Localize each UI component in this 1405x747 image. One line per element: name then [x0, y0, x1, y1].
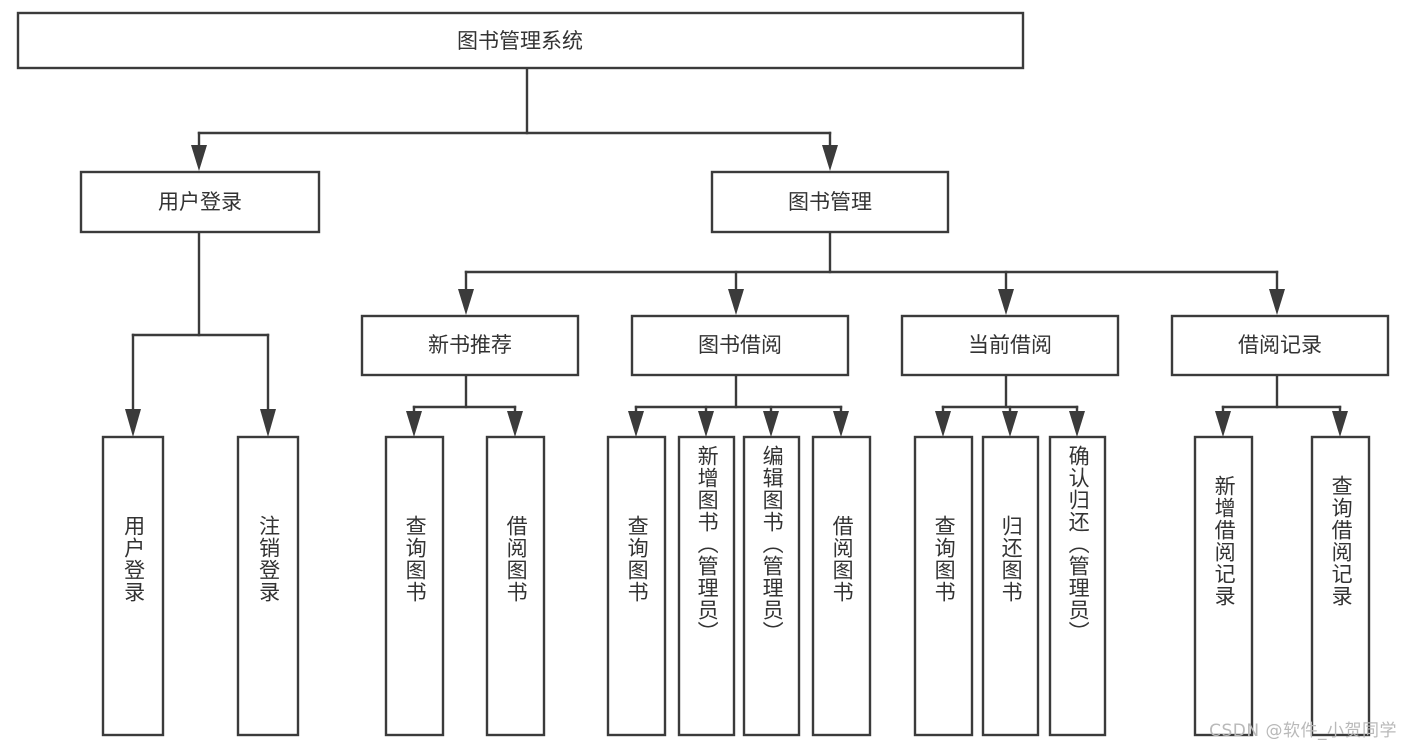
leaf-add-book-box[interactable] — [677, 435, 736, 737]
arrow-head-new-book-recommend — [458, 289, 474, 315]
arrow-head-leaf-confirm-return — [1069, 411, 1085, 437]
connector-layer — [125, 66, 1348, 437]
arrow-head-leaf-query-record — [1332, 411, 1348, 437]
leaf-query-record-box[interactable] — [1310, 435, 1371, 737]
node-user-login[interactable]: 用户登录 — [79, 170, 321, 234]
node-user-login-box[interactable] — [79, 170, 321, 234]
leaf-add-record-box[interactable] — [1193, 435, 1254, 737]
arrow-head-leaf-user-logout — [260, 409, 276, 437]
arrow-head-leaf-add-book — [698, 411, 714, 437]
arrow-head-leaf-add-record — [1215, 411, 1231, 437]
arrow-head-leaf-query-book-3 — [935, 411, 951, 437]
watermark: CSDN @软件_小贺同学 — [1209, 721, 1397, 741]
arrow-head-book-manage — [822, 145, 838, 171]
node-root[interactable]: 图书管理系统 — [16, 11, 1025, 70]
node-root-box[interactable] — [16, 11, 1025, 70]
leaf-boxes — [101, 435, 1371, 737]
node-current-borrow-label: 当前借阅 — [968, 333, 1052, 357]
arrow-head-leaf-edit-book — [763, 411, 779, 437]
arrow-head-book-borrow — [728, 289, 744, 315]
arrow-head-leaf-borrow-book-1 — [507, 411, 523, 437]
arrow-head-leaf-query-book-1 — [406, 411, 422, 437]
arrow-head-borrow-record — [1269, 289, 1285, 315]
node-new-book-recommend[interactable]: 新书推荐 — [360, 314, 580, 377]
arrow-head-user-login — [191, 145, 207, 171]
leaf-borrow-book-1-box[interactable] — [485, 435, 546, 737]
node-book-manage[interactable]: 图书管理 — [710, 170, 950, 234]
node-book-borrow-label: 图书借阅 — [698, 333, 782, 357]
node-current-borrow[interactable]: 当前借阅 — [900, 314, 1120, 377]
node-book-manage-label: 图书管理 — [788, 190, 872, 214]
node-borrow-record-box[interactable] — [1170, 314, 1390, 377]
node-book-manage-box[interactable] — [710, 170, 950, 234]
leaf-confirm-return-box[interactable] — [1048, 435, 1107, 737]
arrow-head-current-borrow — [998, 289, 1014, 315]
leaf-user-logout-box[interactable] — [236, 435, 300, 737]
node-current-borrow-box[interactable] — [900, 314, 1120, 377]
node-root-label: 图书管理系统 — [457, 29, 583, 53]
leaf-return-book-box[interactable] — [981, 435, 1040, 737]
leaf-user-login-box[interactable] — [101, 435, 165, 737]
arrow-head-leaf-query-book-2 — [628, 411, 644, 437]
node-book-borrow-box[interactable] — [630, 314, 850, 377]
arrow-head-leaf-borrow-book-2 — [833, 411, 849, 437]
leaf-query-book-3-box[interactable] — [913, 435, 974, 737]
arrow-head-leaf-user-login — [125, 409, 141, 437]
node-book-borrow[interactable]: 图书借阅 — [630, 314, 850, 377]
leaf-borrow-book-2-box[interactable] — [811, 435, 872, 737]
arrow-head-leaf-return-book — [1002, 411, 1018, 437]
leaf-query-book-2-box[interactable] — [606, 435, 667, 737]
leaf-edit-book-box[interactable] — [742, 435, 801, 737]
node-new-book-recommend-box[interactable] — [360, 314, 580, 377]
node-new-book-recommend-label: 新书推荐 — [428, 333, 512, 357]
node-borrow-record[interactable]: 借阅记录 — [1170, 314, 1390, 377]
node-user-login-label: 用户登录 — [158, 190, 242, 214]
node-borrow-record-label: 借阅记录 — [1238, 333, 1322, 357]
leaf-query-book-1-box[interactable] — [384, 435, 445, 737]
